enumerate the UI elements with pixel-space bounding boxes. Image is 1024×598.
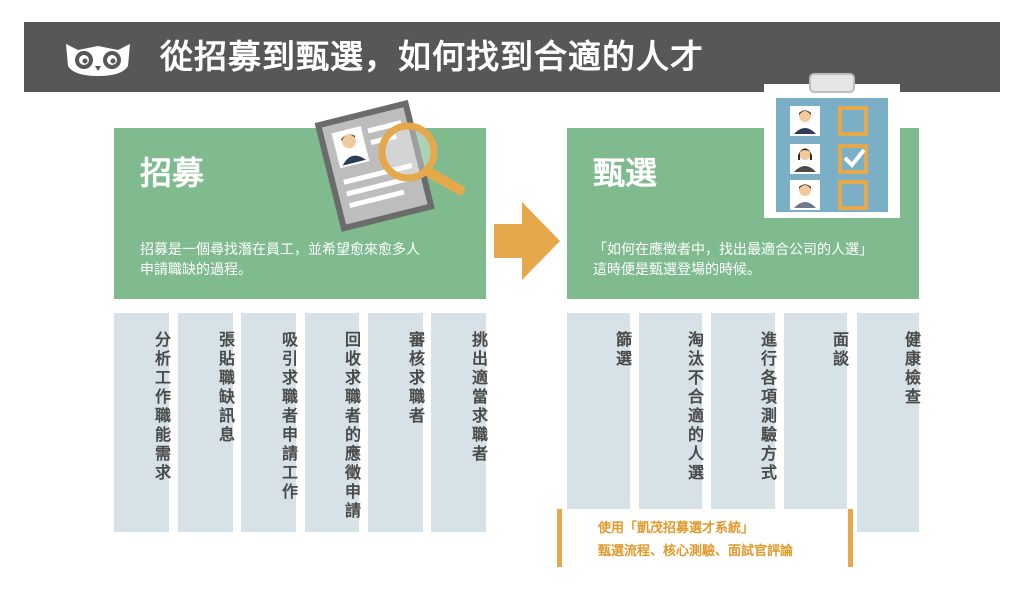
recruit-step-6-label: 挑出適當求職者 xyxy=(469,331,488,464)
select-step-3: 進行各項測驗方式 xyxy=(711,313,777,509)
select-step-4-label: 面談 xyxy=(830,331,849,369)
header-bar: 從招募到甄選，如何找到合適的人才 xyxy=(24,22,1000,92)
callout-line1: 使用「凱茂招募選才系統」 xyxy=(598,521,755,536)
recruit-description: 招募是一個尋找潛在員工，並希望愈來愈多人 申請職缺的過程。 xyxy=(140,240,420,280)
recruit-description-line2: 申請職缺的過程。 xyxy=(140,262,252,278)
select-step-2-label: 淘汰不合適的人選 xyxy=(685,331,704,483)
recruit-step-1: 分析工作職能需求 xyxy=(114,313,171,532)
recruit-step-3: 吸引求職者申請工作 xyxy=(241,313,298,532)
recruit-title: 招募 xyxy=(140,154,205,192)
recruit-step-6: 挑出適當求職者 xyxy=(431,313,488,532)
system-callout: 使用「凱茂招募選才系統」 甄選流程、核心測驗、面試官評論 xyxy=(557,509,853,567)
recruit-step-2-label: 張貼職缺訊息 xyxy=(216,331,235,445)
page-title: 從招募到甄選，如何找到合適的人才 xyxy=(160,37,704,76)
recruit-step-5: 審核求職者 xyxy=(368,313,425,532)
select-description-line2: 這時便是甄選登場的時候。 xyxy=(593,262,761,278)
select-step-4: 面談 xyxy=(784,313,849,509)
select-description-line1: 「如何在應徵者中，找出最適合公司的人選」 xyxy=(593,242,873,258)
clipboard-checklist-icon xyxy=(764,73,900,218)
recruit-step-5-label: 審核求職者 xyxy=(406,331,425,426)
recruit-step-4: 回收求職者的應徵申請 xyxy=(305,313,361,532)
resume-magnifier-icon xyxy=(314,99,465,232)
callout-line2: 甄選流程、核心測驗、面試官評論 xyxy=(598,544,794,559)
select-step-5: 健康檢查 xyxy=(857,313,921,532)
select-step-1-label: 篩選 xyxy=(613,331,632,369)
recruit-panel: 招募 招募是一個尋找潛在員工，並希望愈來愈多人 申請職缺的過程。 xyxy=(114,128,486,299)
select-title: 甄選 xyxy=(593,154,658,192)
recruit-step-4-label: 回收求職者的應徵申請 xyxy=(342,331,361,521)
recruit-step-3-label: 吸引求職者申請工作 xyxy=(279,331,298,502)
right-arrow-icon xyxy=(494,202,560,280)
select-step-1: 篩選 xyxy=(567,313,632,509)
recruit-step-1-label: 分析工作職能需求 xyxy=(152,331,171,483)
owl-logo-icon xyxy=(66,44,130,76)
recruit-step-2: 張貼職缺訊息 xyxy=(178,313,235,532)
recruit-description-line1: 招募是一個尋找潛在員工，並希望愈來愈多人 xyxy=(140,242,420,258)
select-description: 「如何在應徵者中，找出最適合公司的人選」 這時便是甄選登場的時候。 xyxy=(593,240,873,280)
select-step-5-label: 健康檢查 xyxy=(902,331,921,407)
select-step-2: 淘汰不合適的人選 xyxy=(639,313,704,509)
select-step-3-label: 進行各項測驗方式 xyxy=(758,331,777,483)
